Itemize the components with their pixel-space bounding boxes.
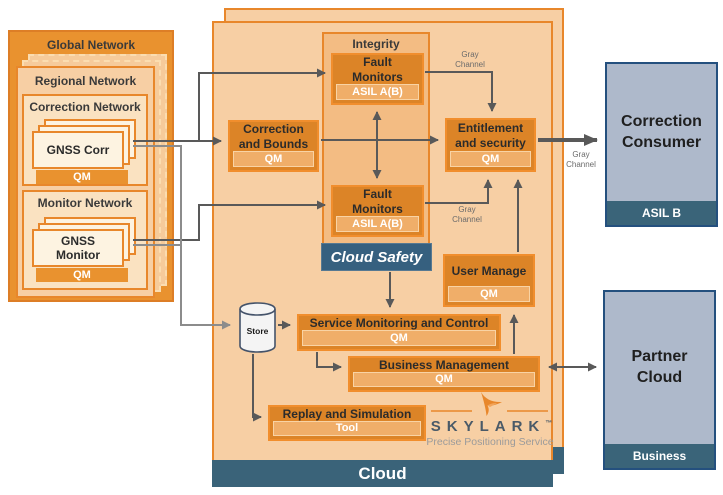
user-manage-label: User Manage	[451, 263, 527, 278]
monitor-network-title: Monitor Network	[37, 196, 133, 210]
entitlement-security-label: Entitlement and security	[455, 121, 526, 150]
global-network-title: Global Network	[46, 38, 135, 52]
service-monitoring-label: Service Monitoring and Control	[309, 316, 489, 330]
correction-consumer-asil-badge: ASIL B	[607, 201, 716, 225]
business-management-label: Business Management	[378, 358, 510, 372]
fault-monitors-top-label: Fault Monitors	[352, 55, 403, 84]
brand-tm: ™	[545, 420, 553, 427]
user-manage-qm-strip: QM	[448, 286, 530, 302]
fault-monitors-top-asil-strip: ASIL A(B)	[336, 84, 419, 100]
store-cylinder: Store	[238, 301, 277, 354]
cloud-safety-box: Cloud Safety	[321, 243, 432, 271]
correction-consumer-label: Correction Consumer	[621, 112, 702, 151]
gnss-monitor-card: GNSS Monitor	[32, 229, 124, 267]
cloud-label: Cloud	[358, 463, 407, 483]
gnss-corr-label: GNSS Corr	[46, 142, 110, 157]
gnss-corr-card: GNSS Corr	[32, 131, 124, 169]
store-cylinder-icon	[239, 302, 276, 353]
gnss-corr-qm-label: QM	[73, 171, 91, 183]
gnss-corr-qm-strip: QM	[36, 170, 128, 184]
partner-cloud-label: Partner Cloud	[631, 348, 688, 386]
partner-cloud-business-badge: Business	[605, 444, 714, 468]
regional-network-title: Regional Network	[34, 74, 137, 88]
correction-consumer-box: Correction Consumer ASIL B	[605, 62, 718, 227]
user-manage-box: User Manage QM	[443, 254, 535, 307]
brand-name: SKYLARK™	[430, 418, 553, 435]
replay-simulation-box: Replay and Simulation Tool	[268, 405, 426, 441]
gray-channel-note-right: Gray Channel	[566, 150, 596, 169]
fault-monitors-bottom-box: Fault Monitors ASIL A(B)	[331, 185, 424, 237]
partner-cloud-box: Partner Cloud Business	[603, 290, 716, 470]
brand-divider-lines	[431, 410, 548, 412]
store-label: Store	[246, 326, 269, 336]
fault-monitors-top-box: Fault Monitors ASIL A(B)	[331, 53, 424, 105]
correction-network-title: Correction Network	[29, 100, 141, 114]
business-management-box: Business Management QM	[348, 356, 540, 392]
integrity-title: Integrity	[352, 37, 400, 51]
service-monitoring-qm-strip: QM	[302, 330, 496, 346]
brand-tagline: Precise Positioning Service	[426, 436, 554, 448]
replay-simulation-tool-strip: Tool	[273, 421, 421, 436]
correction-bounds-qm-strip: QM	[233, 151, 314, 167]
service-monitoring-box: Service Monitoring and Control QM	[297, 314, 501, 351]
cloud-safety-label: Cloud Safety	[330, 248, 423, 266]
gnss-monitor-qm-label: QM	[73, 269, 91, 281]
gnss-monitor-label: GNSS Monitor	[56, 233, 100, 262]
entitlement-security-box: Entitlement and security QM	[445, 118, 536, 172]
skylark-bird-icon	[481, 392, 502, 416]
correction-bounds-label: Correction and Bounds	[238, 122, 309, 151]
gray-channel-note-top: Gray Channel	[455, 50, 485, 69]
gray-channel-note-mid: Gray Channel	[452, 205, 482, 224]
entitlement-qm-strip: QM	[450, 151, 531, 167]
cloud-footer-bar: Cloud	[212, 460, 553, 487]
fault-monitors-bottom-asil-strip: ASIL A(B)	[336, 216, 419, 232]
replay-simulation-label: Replay and Simulation	[282, 407, 412, 421]
gnss-monitor-qm-strip: QM	[36, 268, 128, 282]
fault-monitors-bottom-label: Fault Monitors	[352, 187, 403, 216]
correction-bounds-box: Correction and Bounds QM	[228, 120, 319, 172]
business-management-qm-strip: QM	[353, 372, 535, 387]
skylark-brand: SKYLARK™ Precise Positioning Service	[425, 392, 555, 448]
